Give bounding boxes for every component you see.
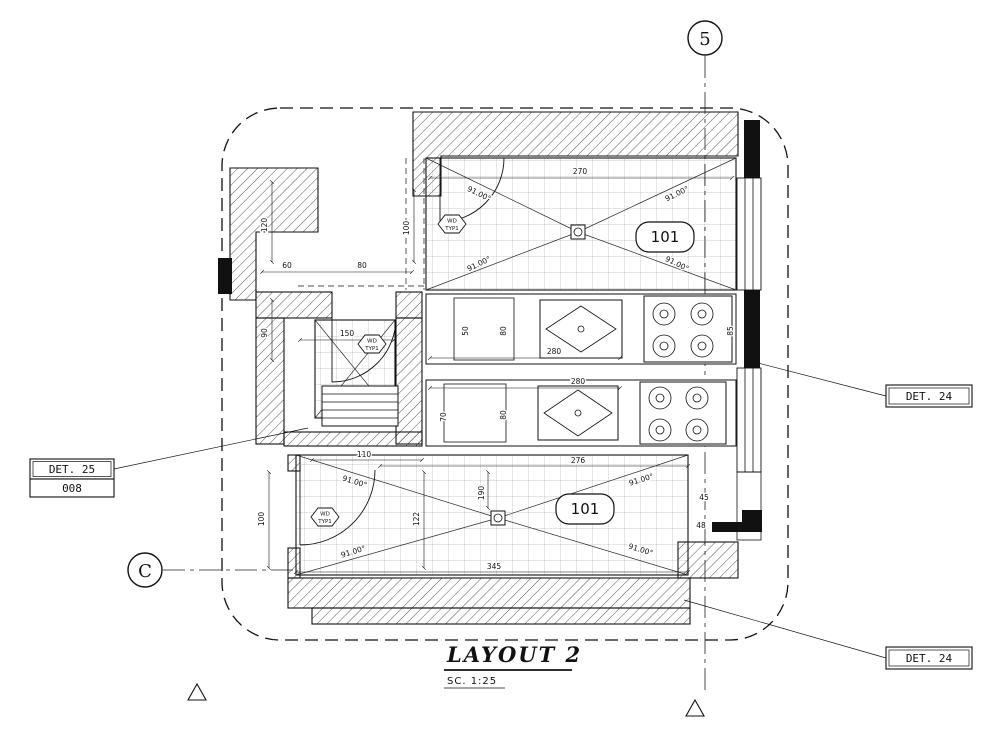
dimension-label: 122 — [412, 512, 421, 527]
right-wall-lower — [736, 471, 762, 541]
bottom-wall-outer — [311, 607, 691, 625]
room-number-upper: 101 — [651, 228, 680, 246]
right-pier-mid — [744, 290, 760, 368]
upper-sink — [539, 299, 623, 359]
fixture-tag-sublabel: TYP1 — [444, 226, 459, 232]
callout-det25-label: DET. 25 — [49, 463, 95, 476]
drawing-title: LAYOUT 2 — [446, 642, 582, 667]
dimension-lines — [259, 175, 735, 575]
right-window-lower — [736, 367, 762, 473]
drawing-scale: SC. 1:25 — [447, 676, 497, 687]
walls — [218, 111, 762, 625]
grid-line-5: 5 — [687, 20, 723, 692]
small-room-top-wall-right — [395, 291, 423, 319]
dimension-label: 120 — [260, 218, 269, 233]
upper-counter — [425, 293, 737, 365]
callout-det25: DET. 25 008 — [29, 427, 309, 498]
callout-det24-right-leader — [753, 361, 887, 397]
callout-det24-bottom: DET. 24 — [683, 599, 973, 670]
triangle-marker-left — [187, 682, 207, 701]
dimension-label: 80 — [499, 326, 508, 336]
room-number-lower: 101 — [571, 500, 600, 518]
dimension-label: 276 — [571, 456, 586, 465]
right-pier-top — [744, 120, 760, 178]
lower-stove — [639, 381, 727, 445]
callout-det25-number: 008 — [62, 482, 82, 495]
small-room-bottom-wall — [283, 431, 423, 447]
washer-unit — [321, 385, 399, 427]
grid-line-c: C — [127, 552, 296, 588]
dimension-label: 100 — [257, 512, 266, 527]
bottom-wall — [287, 577, 691, 609]
grid-bubble-c — [127, 552, 163, 588]
dimension-label: 85 — [726, 326, 735, 336]
dimension-label: 270 — [573, 167, 588, 176]
dimension-label: 80 — [499, 410, 508, 420]
dimension-label: 280 — [547, 347, 562, 356]
grid-bubble-5 — [687, 20, 723, 56]
hexagon-tag-icon — [437, 214, 467, 234]
lower-cabinet — [443, 383, 507, 443]
hexagon-tag-icon — [357, 334, 387, 354]
dimension-label: 345 — [487, 562, 502, 571]
lower-sink — [537, 385, 619, 441]
right-pier-step — [712, 522, 742, 532]
right-window-upper — [736, 177, 762, 291]
room-label-lower: 101 — [555, 493, 615, 525]
fixture-tag-sublabel: TYP1 — [364, 346, 379, 352]
grid-bubble-5-label: 5 — [699, 29, 710, 50]
fixture-tag-sublabel: TYP1 — [317, 519, 332, 525]
hexagon-tag-icon — [310, 507, 340, 527]
dimension-label: 48 — [696, 521, 706, 530]
small-room-floor — [314, 319, 399, 427]
left-pier — [218, 258, 232, 294]
fixture-tag-label: WD — [447, 219, 457, 225]
dimension-label: 90 — [260, 328, 269, 338]
dimension-label: 50 — [461, 326, 470, 336]
lower-kitchen-door — [299, 469, 376, 546]
right-pier-bottom — [742, 510, 762, 532]
callout-det24-right: DET. 24 — [753, 361, 973, 408]
fixture-tag-label: WD — [320, 512, 330, 518]
callout-det25-leader — [113, 427, 309, 470]
title-block: LAYOUT 2 SC. 1:25 — [444, 642, 582, 689]
dimension-label: 45 — [699, 493, 709, 502]
triangle-marker-right — [685, 698, 705, 717]
callout-det24-right-label: DET. 24 — [906, 390, 953, 403]
dimension-label: 280 — [571, 377, 586, 386]
dimension-label: 150 — [340, 329, 355, 338]
grid-bubble-c-label: C — [138, 561, 152, 582]
dimension-label: 100 — [402, 221, 411, 236]
dimension-label: 110 — [357, 450, 372, 459]
small-room-top-wall-left — [255, 291, 333, 319]
dimension-label: 80 — [357, 261, 367, 270]
callout-det24-bottom-leader — [683, 599, 887, 659]
upper-stove — [643, 295, 733, 363]
limit-of-work-boundary — [221, 107, 789, 641]
small-room-right-wall — [395, 317, 423, 445]
lower-counter — [425, 379, 737, 447]
floor-drain-lower — [490, 510, 506, 526]
dimension-label: 70 — [439, 412, 448, 422]
callout-det24-bottom-label: DET. 24 — [906, 652, 953, 665]
small-room-door — [331, 317, 397, 383]
floor-drain-upper — [570, 224, 586, 240]
dimension-label: 60 — [282, 261, 292, 270]
lower-kitchen-floor — [295, 454, 689, 576]
dimension-label: 190 — [477, 486, 486, 501]
top-left-l-wall — [229, 167, 319, 301]
room-label-upper: 101 — [635, 221, 695, 253]
fixture-tag-label: WD — [367, 339, 377, 345]
